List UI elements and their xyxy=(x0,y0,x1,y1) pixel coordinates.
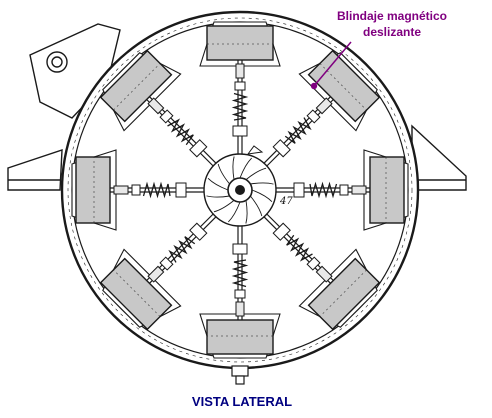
actuator-arm-right xyxy=(274,181,370,199)
shield-bottom-left xyxy=(99,248,182,331)
actuator-arm-top xyxy=(231,60,249,156)
shield-top-right xyxy=(298,49,381,132)
left-mounting-bracket xyxy=(7,23,121,191)
actuator-arm-bottom-right xyxy=(262,212,334,284)
annotation-label-line-2: deslizante xyxy=(362,25,422,39)
annotation-label-line-1: Blindaje magnético xyxy=(336,9,448,23)
shield-top xyxy=(199,21,281,67)
shield-bottom xyxy=(199,313,281,359)
actuator-arm-group xyxy=(110,60,370,320)
bottom-fitting xyxy=(231,365,249,385)
shield-bottom-right xyxy=(298,248,381,331)
central-hub xyxy=(203,145,277,385)
view-caption: VISTA LATERAL xyxy=(191,394,293,409)
actuator-arm-top-left xyxy=(146,96,218,168)
annotation-leader-line xyxy=(313,41,352,87)
annotation-label: Blindaje magnético deslizante xyxy=(322,8,462,40)
annotation-leader-dot xyxy=(310,82,318,90)
actuator-arm-left xyxy=(110,181,206,199)
actuator-arm-top-right xyxy=(262,96,334,168)
part-number-label: 47 xyxy=(280,196,293,207)
rotor-hub xyxy=(203,145,277,227)
right-mounting-bracket xyxy=(411,124,467,191)
sliding-shield-group xyxy=(71,21,409,359)
actuator-arm-bottom-left xyxy=(146,212,218,284)
shield-top-left xyxy=(99,49,182,132)
annotation-leader-group xyxy=(310,41,352,90)
shield-right xyxy=(363,149,409,231)
actuator-arm-bottom xyxy=(231,224,249,320)
shield-left xyxy=(71,149,117,231)
